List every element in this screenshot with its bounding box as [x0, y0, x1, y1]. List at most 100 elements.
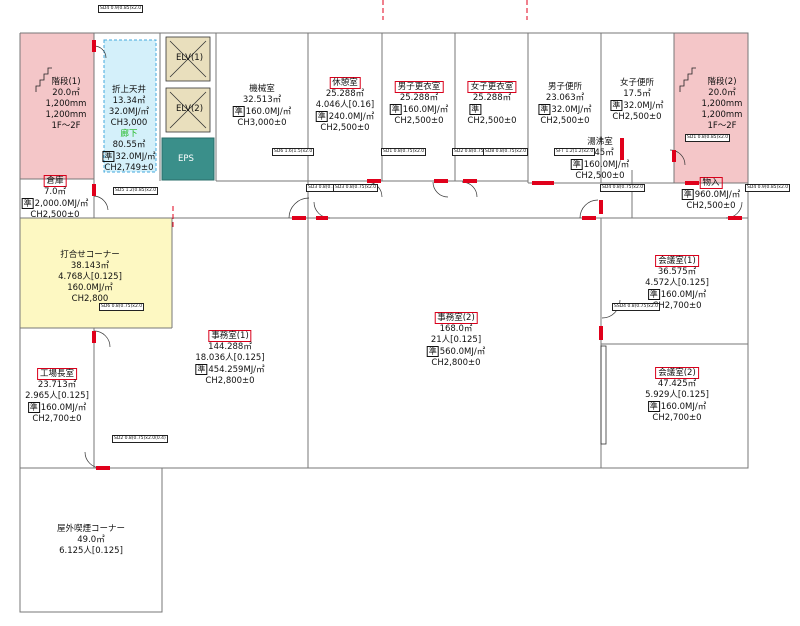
machine-name: 機械室 — [249, 84, 275, 94]
mwc-ch: CH2,500±0 — [540, 116, 590, 126]
yuto-ch: CH2,500±0 — [575, 171, 625, 181]
corridor-area: 80.55㎡ — [112, 140, 146, 150]
atrium-area: 13.34㎡ — [112, 96, 146, 106]
manager-ch: CH2,700±0 — [32, 414, 82, 424]
mono-jun: 準 — [681, 189, 694, 200]
door-tag-sd2-manager: SD2 0.8(0.75)x2.0(0.4) — [112, 435, 168, 443]
stair2-name: 階段(2) — [707, 77, 737, 87]
office1-load: 454.259MJ/㎡ — [208, 365, 265, 375]
fwc-load: 32.0MJ/㎡ — [623, 101, 664, 111]
conf2-ch: CH2,700±0 — [652, 413, 702, 423]
stair2-label: 階段(2) 20.0㎡ 1,200mm 1,200mm 1F～2F — [702, 77, 743, 132]
machine-jun: 準 — [232, 106, 245, 117]
stair1-h2: 1,200mm — [45, 110, 87, 120]
office2-people: 21人[0.125] — [430, 335, 482, 345]
mwc-area: 23.063㎡ — [545, 93, 585, 103]
yuto-load: 160.0MJ/㎡ — [583, 160, 630, 170]
corridor-ch: CH2,749±0 — [104, 163, 154, 173]
meeting-corner-load: 160.0MJ/㎡ — [67, 283, 113, 293]
conf2-people: 5.929人[0.125] — [645, 390, 709, 400]
mlocker-jun: 準 — [389, 104, 402, 115]
office2-load: 560.0MJ/㎡ — [439, 347, 486, 357]
door-tag-sd5: SD5 1.2(0.85)x2.0 — [113, 187, 159, 195]
mono-name: 物入 — [699, 177, 723, 189]
atrium-ch: CH3,000 — [110, 118, 148, 128]
mlocker-area: 25.288㎡ — [399, 93, 439, 103]
rest-load: 240.0MJ/㎡ — [328, 112, 375, 122]
rest-jun: 準 — [315, 111, 328, 122]
rest-area: 25.288㎡ — [325, 89, 365, 99]
office2-ch: CH2,800±0 — [431, 358, 481, 368]
stair1-h1: 1,200mm — [45, 99, 87, 109]
flocker-area: 25.288㎡ — [472, 93, 512, 103]
door-tag-sd6: SD6 1.6(1.5)x2.0 — [272, 148, 315, 156]
door-tag-sd1: SD1 0.8(0.75)x2.0 — [381, 148, 427, 156]
rest-people: 4.046人[0.16] — [315, 100, 375, 110]
stair1-area: 20.0㎡ — [52, 88, 80, 98]
office2-area: 168.0㎡ — [439, 324, 473, 334]
fwc-ch: CH2,500±0 — [612, 112, 662, 122]
meeting-corner-people: 4.768人[0.125] — [58, 272, 122, 282]
storage-ch: CH2,500±0 — [30, 210, 80, 220]
meeting-corner-ch: CH2,800 — [71, 294, 109, 304]
elv2-label: ELV(2) — [176, 104, 204, 114]
door-tag-sd4-mono: SD4 0.8(0.75)x2.0 — [600, 184, 646, 192]
office1-name: 事務室(1) — [208, 330, 252, 342]
meeting-corner-fill — [20, 218, 172, 328]
conf2-jun: 準 — [647, 401, 660, 412]
door-tag-ssd4: SSD4 0.8(0.75)x2.0 — [612, 303, 660, 311]
corridor-jun: 準 — [102, 151, 115, 162]
office1-ch: CH2,800±0 — [205, 376, 255, 386]
storage-name: 倉庫 — [43, 175, 67, 187]
door-tag-sd6-corner: SD6 0.8(0.75)x2.0 — [99, 303, 145, 311]
conf1-name: 会議室(1) — [655, 255, 699, 267]
fwc-area: 17.5㎡ — [623, 89, 651, 99]
elv1-label: ELV(1) — [176, 53, 204, 63]
door-tag-sft: SFT 1.2(1.2)x2.0 — [554, 148, 596, 156]
smoking-label: 屋外喫煙コーナー 49.0㎡ 6.125人[0.125] — [57, 524, 125, 557]
mlocker-name: 男子更衣室 — [394, 81, 444, 93]
eps-label: EPS — [178, 154, 194, 164]
atrium-name: 折上天井 — [111, 85, 147, 95]
door-tag-sd3b: SD3 0.8(0.75)x2.0 — [333, 184, 379, 192]
mlocker-ch: CH2,500±0 — [394, 116, 444, 126]
stair1-steps — [35, 67, 52, 92]
conf1-jun: 準 — [647, 289, 660, 300]
storage-jun: 準 — [21, 198, 34, 209]
door-tag-sd1-stair2: SD1 0.8(0.85)x2.0 — [685, 134, 731, 142]
machine-load: 160.0MJ/㎡ — [245, 107, 292, 117]
stair2-fill — [674, 33, 748, 183]
mono-ch: CH2,500±0 — [686, 201, 736, 211]
yuto-area: 4.45㎡ — [586, 148, 614, 158]
fwc-name: 女子便所 — [619, 78, 655, 88]
conf1-load: 160.0MJ/㎡ — [660, 290, 707, 300]
fwc-jun: 準 — [610, 100, 623, 111]
stair2-area: 20.0㎡ — [708, 88, 736, 98]
door-tag-sd4-top: SD4 0.9(0.85)x2.0 — [98, 5, 144, 13]
atrium-load: 32.0MJ/㎡ — [108, 107, 150, 117]
meeting-corner-label: 打合せコーナー 38.143㎡ 4.768人[0.125] 160.0MJ/㎡ … — [58, 250, 122, 305]
stair1-name: 階段(1) — [51, 77, 81, 87]
flocker-label: 女子更衣室 25.288㎡ 準 CH2,500±0 — [467, 81, 517, 127]
storage-area: 7.0㎡ — [43, 187, 67, 197]
flocker-ch: CH2,500±0 — [467, 116, 517, 126]
manager-jun: 準 — [27, 402, 40, 413]
yuto-jun: 準 — [570, 159, 583, 170]
conf2-area: 47.425㎡ — [657, 379, 697, 389]
stair2-floors: 1F～2F — [707, 121, 737, 131]
eps-fill — [161, 137, 215, 181]
door-tag-sd8: SD8 0.8(0.75)x2.0 — [483, 148, 529, 156]
stair1-floors: 1F～2F — [51, 121, 81, 131]
conf1-people: 4.572人[0.125] — [645, 278, 709, 288]
office1-jun: 準 — [195, 364, 208, 375]
stair1-label: 階段(1) 20.0㎡ 1,200mm 1,200mm 1F～2F — [46, 77, 87, 132]
mlocker-load: 160.0MJ/㎡ — [402, 105, 449, 115]
